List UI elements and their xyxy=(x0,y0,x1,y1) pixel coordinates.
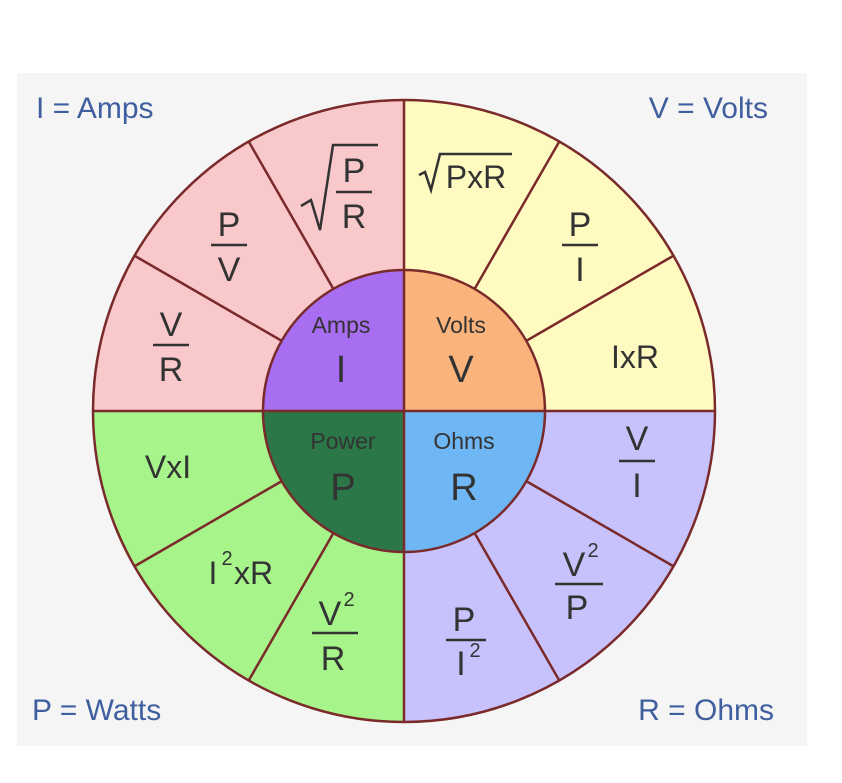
divider-line xyxy=(525,479,674,568)
sqrt-symbol xyxy=(418,152,512,195)
formula-numerator: P xyxy=(569,206,592,244)
divider-line xyxy=(134,254,283,343)
divider-line xyxy=(472,141,561,291)
formula-v2-over-p: V 2 P xyxy=(555,540,603,627)
formula-denominator: I xyxy=(456,645,465,683)
power-center-name: Power xyxy=(310,428,376,454)
formula-denominator: I xyxy=(575,251,584,289)
formula-denominator: I xyxy=(632,467,641,505)
volts-center-name: Volts xyxy=(436,312,486,338)
formula-numerator: V xyxy=(563,546,586,584)
formula-denominator: R xyxy=(321,640,346,678)
volts-center-symbol: V xyxy=(448,349,474,391)
formula-numerator: P xyxy=(343,152,366,190)
formula-v-over-i: V I xyxy=(619,420,655,505)
formula-sqrt-pxr: PxR xyxy=(418,152,512,195)
formula-numerator: P xyxy=(453,601,476,639)
formula-base: I xyxy=(209,555,218,591)
formula-i2xr: I 2 xR xyxy=(209,548,274,591)
power-center-symbol: P xyxy=(330,467,355,509)
formula-vxi: VxI xyxy=(145,449,191,485)
formula-numerator: P xyxy=(218,206,241,244)
amps-legend-label: I = Amps xyxy=(36,92,154,125)
formula-p-over-v: P V xyxy=(211,206,247,289)
formula-v-over-r: V R xyxy=(153,306,189,389)
ohms-center-name: Ohms xyxy=(433,428,494,454)
divider-line xyxy=(525,254,674,343)
formula-numerator: V xyxy=(160,306,183,344)
formula-exponent: 2 xyxy=(469,640,480,662)
formula-denominator: R xyxy=(159,351,184,389)
formula-rest: xR xyxy=(234,555,273,591)
divider-line xyxy=(472,531,561,681)
formula-v2-over-r: V 2 R xyxy=(312,589,358,678)
ohms-inner-quadrant xyxy=(404,411,545,552)
divider-line xyxy=(247,531,336,681)
outer-ring-border xyxy=(91,98,717,724)
formula-radicand: PxR xyxy=(446,159,506,195)
formula-numerator: V xyxy=(626,420,649,458)
formula-p-over-i: P I xyxy=(562,206,598,289)
formula-p-over-i2: P I 2 xyxy=(446,601,486,683)
formula-denominator: R xyxy=(342,198,367,236)
volts-inner-quadrant xyxy=(404,270,545,411)
volts-legend-label: V = Volts xyxy=(648,92,768,125)
sqrt-symbol xyxy=(300,143,378,231)
formula-exponent: 2 xyxy=(343,589,354,611)
formula-denominator: V xyxy=(218,251,241,289)
formula-exponent: 2 xyxy=(587,540,598,562)
amps-center-symbol: I xyxy=(336,349,347,391)
formula-ixr: IxR xyxy=(611,339,659,375)
divider-line xyxy=(134,479,283,568)
amps-center-name: Amps xyxy=(312,312,371,338)
ohms-legend-label: R = Ohms xyxy=(638,694,774,727)
divider-line xyxy=(247,141,336,291)
formula-numerator: V xyxy=(319,595,342,633)
amps-inner-quadrant xyxy=(263,270,404,411)
power-inner-quadrant xyxy=(263,411,404,552)
formula-denominator: P xyxy=(566,589,589,627)
formula-exponent: 2 xyxy=(221,548,232,570)
ohms-center-symbol: R xyxy=(450,467,477,509)
watts-legend-label: P = Watts xyxy=(32,694,162,727)
formula-sqrt-p-over-r: P R xyxy=(300,143,378,236)
